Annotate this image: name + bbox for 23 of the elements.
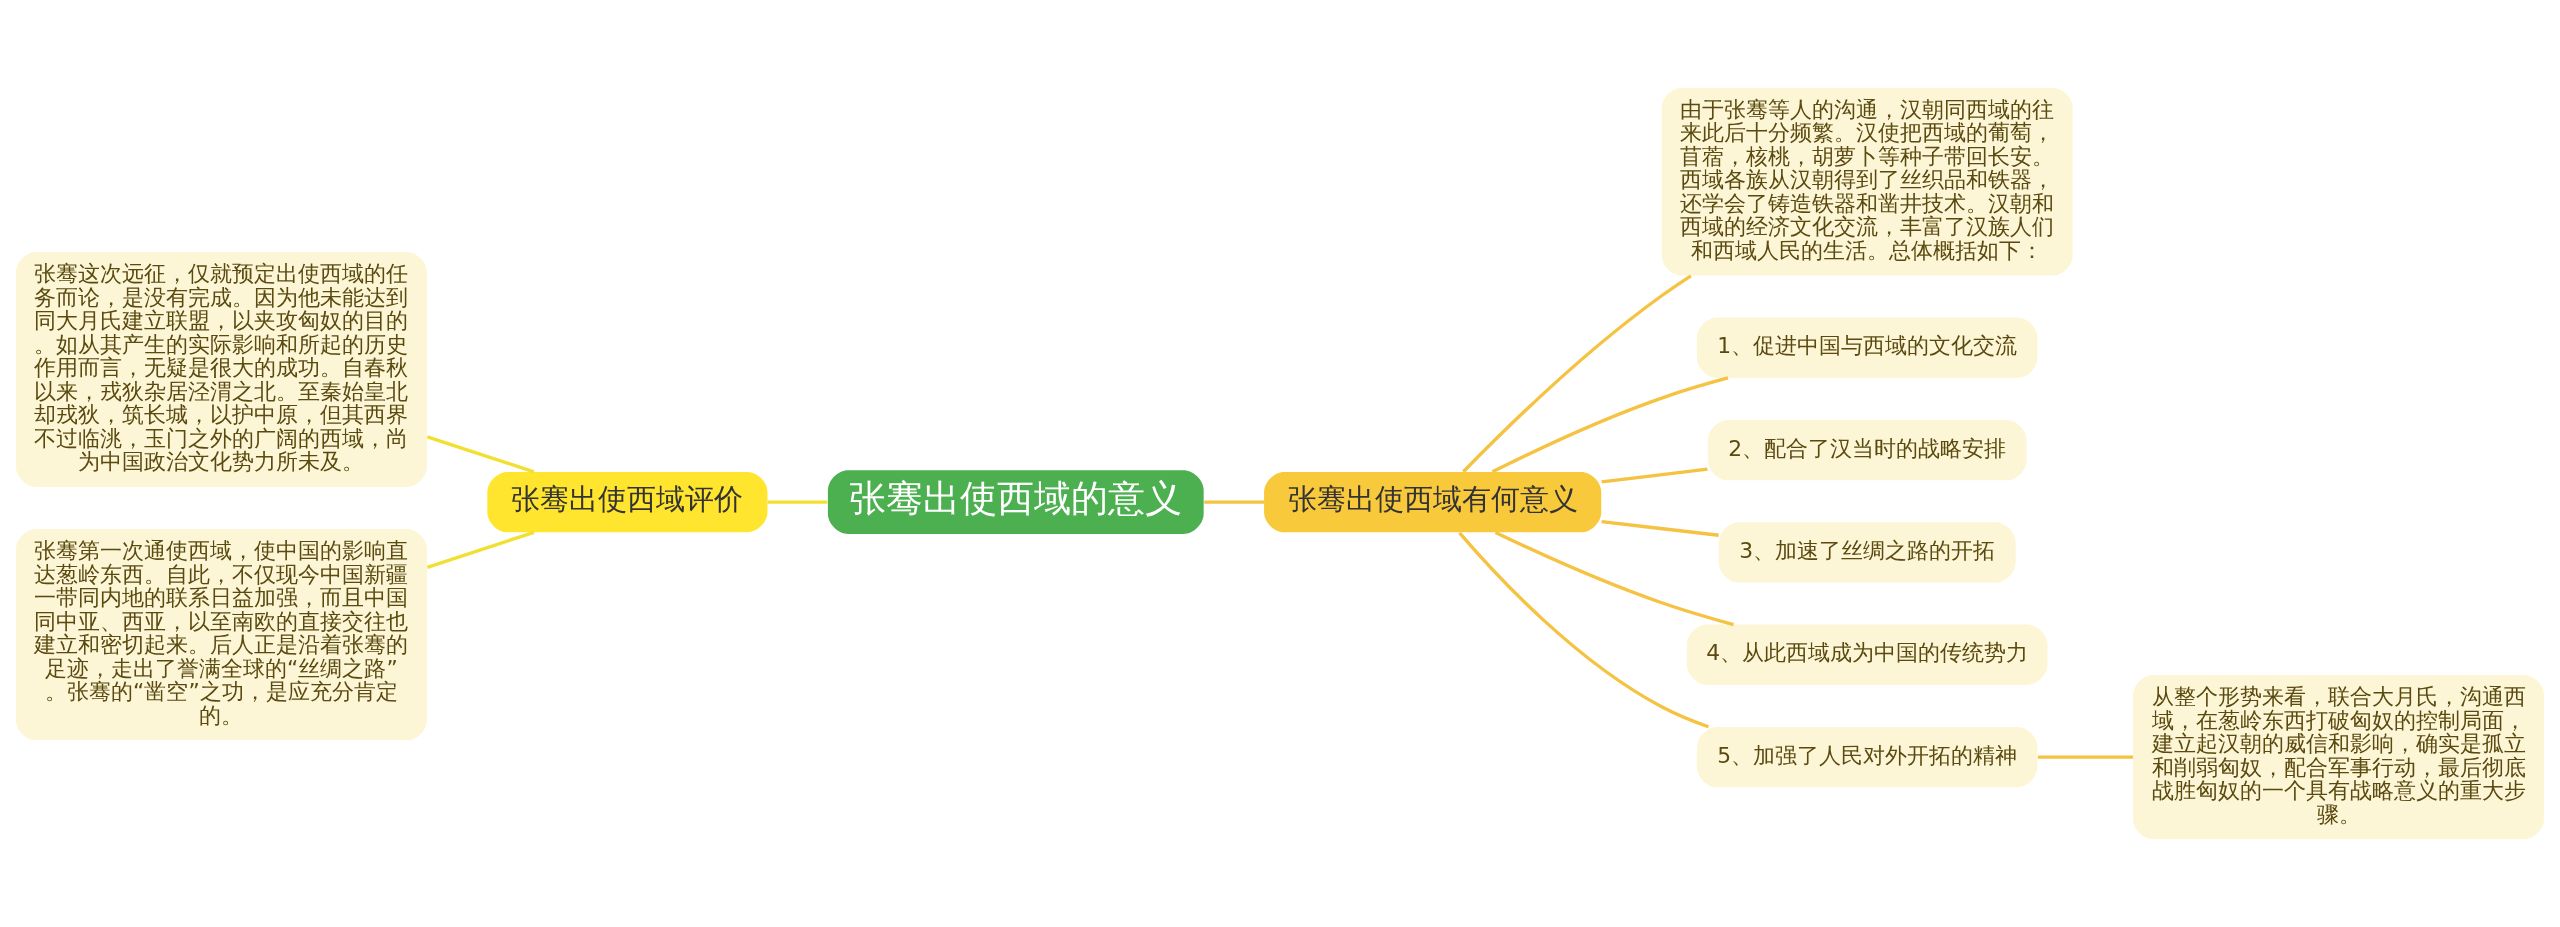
node-box: 张骞这次远征，仅就预定出使西域的任务而论，是没有完成。因为他未能达到同大月氏建立联盟，以夹攻匈奴的目的。如从其产生的实际影响和所起的历史作用而言，无疑是很大的成功。自春秋以来，戎狄杂居泾渭之北。至秦始皇北却戎狄，筑长城，以护中原，但其西界不过临洮，玉门之外的广阔的西域，尚为中国政治文化势力所未及。 — [15, 252, 427, 487]
node-box: 张骞第一次通使西域，使中国的影响直达葱岭东西。自此，不仅现今中国新疆一带同内地的联系日益加强，而且中国同中亚、西亚，以至南欧的直接交往也建立和密切起来。后人正是沿着张骞的足迹，走出了誉满全球的“丝绸之路”。张骞的“凿空”之功，是应充分肯定的。 — [15, 528, 427, 741]
node-box: 张骞出使西域有何意义 — [1264, 471, 1602, 533]
connector — [1458, 531, 1709, 729]
node-box: 从整个形势来看，联合大月氏，沟通西域，在葱岭东西打破匈奴的控制局面，建立起汉朝的威信和影响，确实是孤立和削弱匈奴，配合军事行动，最后彻底战胜匈奴的一个具有战略意义的重大步骤。 — [2133, 674, 2545, 840]
connector — [767, 500, 828, 504]
connector — [426, 435, 535, 474]
connector — [426, 530, 535, 569]
node-box: 张骞出使西域评价 — [487, 471, 768, 533]
node-box: 3、加速了丝绸之路的开拓 — [1718, 522, 2016, 583]
connector — [1601, 467, 1708, 484]
connector — [1494, 530, 1734, 627]
node-box: 5、加强了人民对外开拓的精神 — [1696, 726, 2038, 788]
connector — [1601, 519, 1719, 537]
node-box: 4、从此西域成为中国的传统势力 — [1686, 624, 2048, 685]
connector — [1204, 500, 1264, 504]
connector — [2037, 755, 2134, 759]
node-box: 2、配合了汉当时的战略安排 — [1707, 419, 2027, 481]
node-box: 张骞出使西域的意义 — [827, 470, 1204, 534]
node-box: 由于张骞等人的沟通，汉朝同西域的往来此后十分频繁。汉使把西域的葡萄，苜蓿，核桃，胡萝卜等种子带回长安。西域各族从汉朝得到了丝织品和铁器，还学会了铸造铁器和凿井技术。汉朝和西域的经济文化交流，丰富了汉族人们和西域人民的生活。总体概括如下： — [1661, 87, 2073, 276]
node-box: 1、促进中国与西域的文化交流 — [1696, 317, 2038, 378]
connector — [1491, 376, 1729, 474]
connector — [1462, 274, 1692, 473]
